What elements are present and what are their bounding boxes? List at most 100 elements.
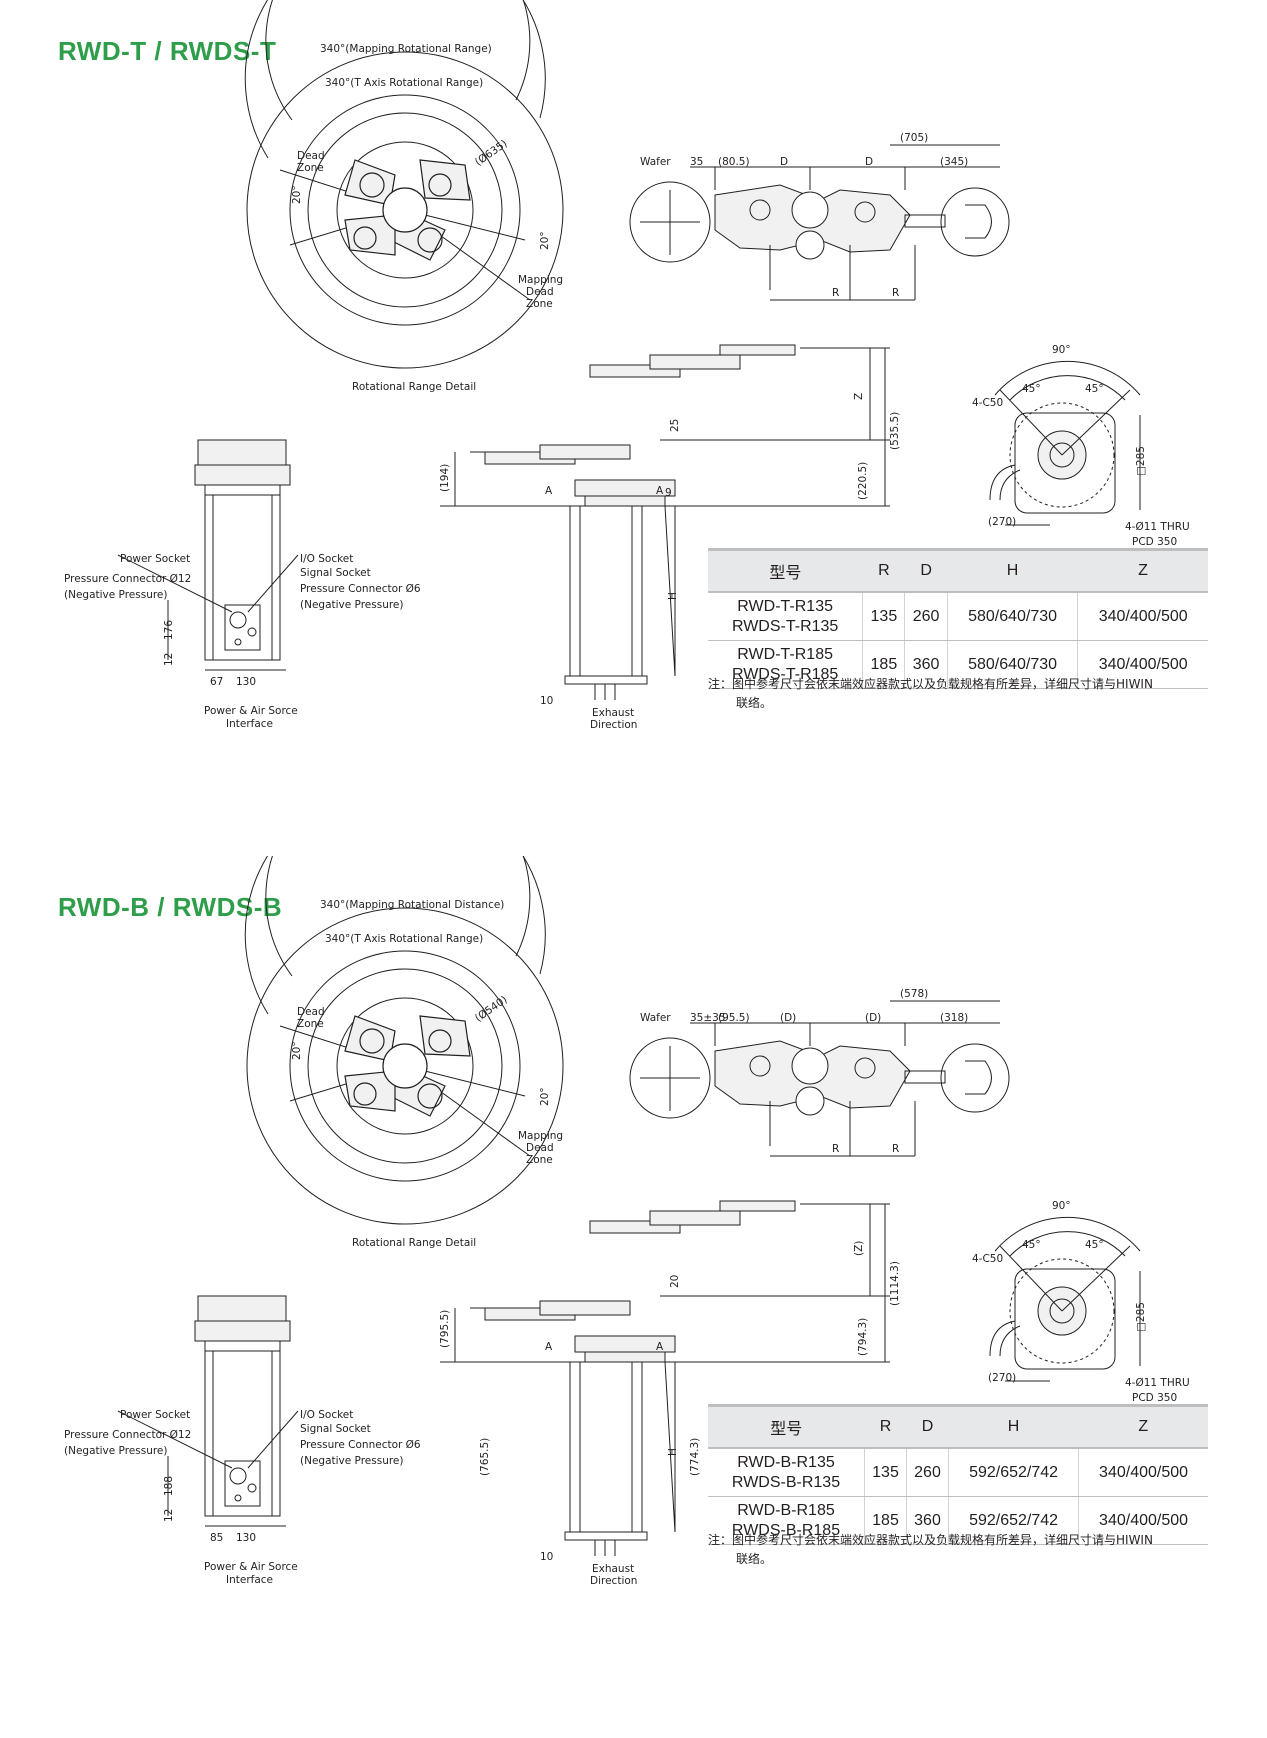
dim-d-1: D: [780, 156, 788, 168]
label-wafer: Wafer: [640, 1012, 671, 1024]
header-r: R: [862, 548, 905, 593]
header-d: D: [906, 1404, 949, 1449]
dim-285: □285: [1135, 446, 1147, 476]
label-mapping-range: 340°(Mapping Rotational Distance): [320, 899, 504, 911]
dim-130: 130: [236, 1532, 256, 1544]
label-t-axis-range: 340°(T Axis Rotational Range): [325, 77, 483, 89]
label-pressure-connector-12: Pressure Connector Ø12: [64, 573, 191, 585]
label-angle-45-a: 45°: [1022, 383, 1041, 395]
label-angle-45-a: 45°: [1022, 1239, 1041, 1251]
label-pressure-connector-6: Pressure Connector Ø6: [300, 583, 421, 595]
cell-z: 340/400/500: [1078, 1496, 1208, 1545]
linear-arm-top-view: [629, 1000, 1010, 1157]
label-dead-zone: Dead: [297, 150, 325, 162]
label-interface: Power & Air Sorce: [204, 1561, 298, 1573]
section-mark-a-2: A: [656, 485, 664, 497]
label-diameter: (Ø635): [473, 138, 510, 169]
label-pressure-connector-12: Pressure Connector Ø12: [64, 1429, 191, 1441]
dim-194: (795.5): [439, 1310, 451, 1348]
dim-220-5: (220.5): [857, 462, 869, 500]
dim-d-2: (D): [865, 1012, 881, 1024]
dim-25: 25: [669, 419, 681, 432]
dim-12: 12: [163, 1509, 175, 1522]
power-air-interface-view: [117, 1295, 299, 1527]
dim-345: (345): [940, 156, 968, 168]
label-rotational-range-detail: Rotational Range Detail: [352, 1237, 476, 1249]
cell-d: 260: [904, 592, 948, 641]
cell-r: 185: [864, 1496, 907, 1545]
dim-705: (578): [900, 988, 928, 1000]
header-model: 型号: [708, 548, 863, 593]
dim-765-5: (765.5): [479, 1438, 491, 1476]
label-pcd: PCD 350: [1132, 536, 1177, 548]
label-interface-2: Interface: [226, 1574, 273, 1586]
label-dead-zone-2: Zone: [297, 1018, 324, 1030]
label-negative-pressure-2: (Negative Pressure): [300, 1455, 404, 1467]
spec-table-header: 型号 R D H Z: [708, 548, 1208, 593]
dim-705: (705): [900, 132, 928, 144]
cell-h: 580/640/730: [946, 640, 1078, 689]
dim-10: 10: [540, 1551, 553, 1563]
label-angle-90: 90°: [1052, 1200, 1071, 1212]
cell-h: 580/640/730: [946, 592, 1078, 641]
label-pressure-connector-6: Pressure Connector Ø6: [300, 1439, 421, 1451]
header-z: Z: [1078, 1404, 1208, 1449]
rotational-range-detail: [244, 0, 564, 369]
footnote-line-1: 注：图中参考尺寸会依末端效应器款式以及负载规格有所差异，详细尺寸请与HIWIN: [708, 1533, 1153, 1547]
dim-345: (318): [940, 1012, 968, 1024]
label-io-socket: I/O Socket: [300, 553, 353, 565]
dim-270: (270): [988, 1372, 1016, 1384]
label-mapping-dead-zone: Mapping: [518, 274, 563, 286]
label-negative-pressure-2: (Negative Pressure): [300, 599, 404, 611]
label-diameter: (Ø540): [473, 994, 510, 1025]
cell-d: 360: [904, 640, 948, 689]
column-side-view: [440, 1200, 890, 1556]
dim-h: H: [667, 592, 679, 600]
label-mapping-dead-zone: Mapping: [518, 1130, 563, 1142]
dim-left: 85: [210, 1532, 223, 1544]
power-air-interface-view: [117, 439, 299, 671]
label-mapping-dead-zone-2: Dead: [526, 1142, 554, 1154]
dim-side: 176: [163, 620, 175, 640]
label-t-axis-range: 340°(T Axis Rotational Range): [325, 933, 483, 945]
dim-285: □285: [1135, 1302, 1147, 1332]
cell-r: 135: [862, 592, 905, 641]
label-signal-socket: Signal Socket: [300, 567, 371, 579]
header-model: 型号: [708, 1404, 865, 1449]
label-exhaust: Exhaust: [592, 707, 634, 719]
footnote: 注：图中参考尺寸会依末端效应器款式以及负载规格有所差异，详细尺寸请与HIWIN …: [708, 675, 1218, 713]
dim-side: 188: [163, 1476, 175, 1496]
dim-774-3: (774.3): [689, 1438, 701, 1476]
cell-z: 340/400/500: [1077, 640, 1208, 689]
technical-drawing: 340°(Mapping Rotational Range) 340°(T Ax…: [64, 0, 1190, 731]
label-interface: Power & Air Sorce: [204, 705, 298, 717]
dim-r-1: R: [832, 287, 839, 299]
dim-35: 35: [690, 156, 703, 168]
header-h: H: [948, 1404, 1079, 1449]
dim-z: Z: [853, 393, 865, 400]
label-angle-20-b: 20°: [539, 1087, 551, 1106]
dim-z: (Z): [853, 1241, 865, 1256]
label-signal-socket: Signal Socket: [300, 1423, 371, 1435]
label-negative-pressure-1: (Negative Pressure): [64, 589, 168, 601]
label-mapping-dead-zone-2: Dead: [526, 286, 554, 298]
linear-arm-top-view: [629, 144, 1010, 301]
header-r: R: [864, 1404, 907, 1449]
header-d: D: [904, 548, 948, 593]
spec-table-header: 型号 R D H Z: [708, 1404, 1208, 1449]
label-angle-20-a: 20°: [291, 185, 303, 204]
footnote-line-2: 联络。: [736, 696, 773, 710]
label-exhaust-2: Direction: [590, 719, 637, 731]
section-mark-a-2: A: [656, 1341, 664, 1353]
cell-z: 340/400/500: [1078, 1448, 1208, 1497]
dim-10: 10: [540, 695, 553, 707]
cell-h: 592/652/742: [948, 1496, 1079, 1545]
section-rwd-t: RWD-T / RWDS-T: [58, 0, 1218, 731]
section-mark-a-1: A: [545, 485, 553, 497]
